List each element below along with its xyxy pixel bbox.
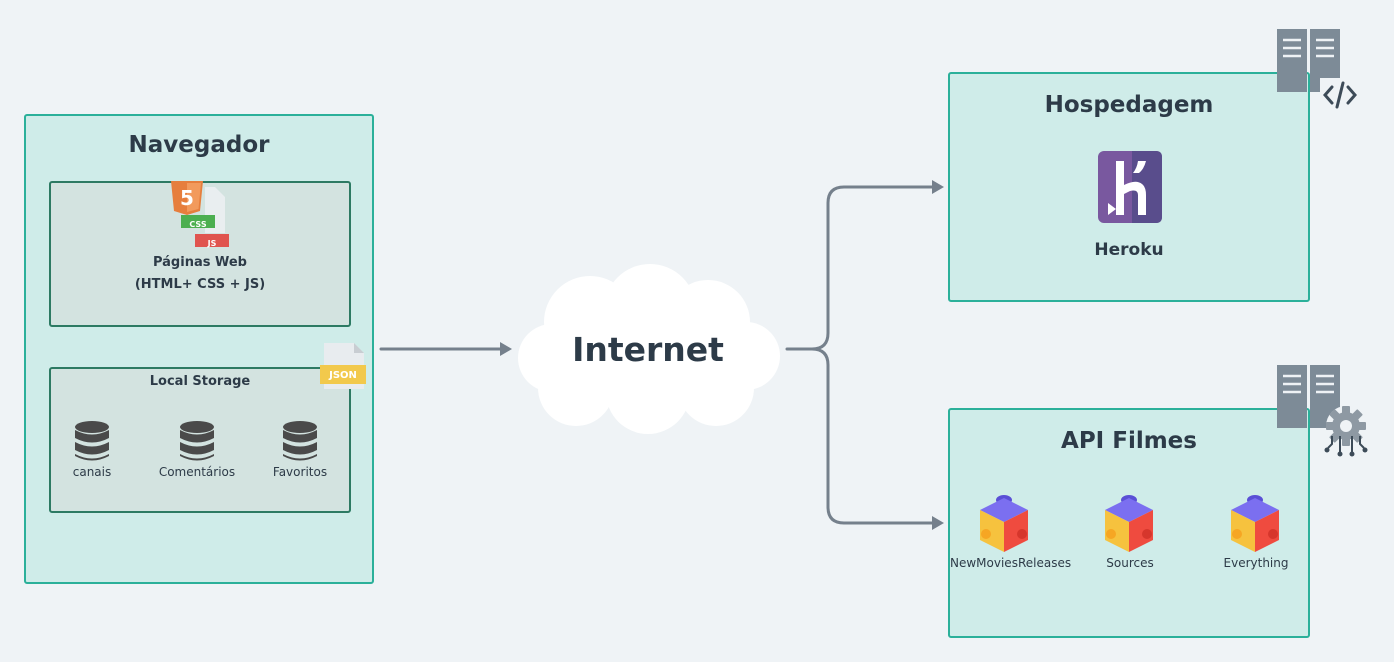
svg-text:5: 5	[180, 186, 194, 210]
storage-item-label: Favoritos	[272, 465, 328, 479]
arrowhead-api	[932, 516, 944, 530]
js-tag: JS	[207, 239, 217, 248]
api-title: API Filmes	[1061, 428, 1197, 454]
cloud-icon	[518, 264, 780, 434]
database-icon	[180, 421, 214, 461]
arrowhead-hospedagem	[932, 180, 944, 194]
storage-item: Favoritos	[259, 421, 341, 491]
storage-item: canais	[51, 421, 133, 491]
json-file-icon	[320, 343, 366, 389]
database-icon	[75, 421, 109, 461]
endpoint-label: Sources	[1106, 556, 1154, 570]
endpoint-item: Sources	[1080, 494, 1180, 574]
database-icon	[283, 421, 317, 461]
hospedagem-title: Hospedagem	[1044, 92, 1214, 118]
local-storage-box: Local Storage canais	[49, 367, 351, 513]
storage-item-label: Comentários	[158, 465, 236, 479]
endpoint-label: NewMoviesReleases	[950, 556, 1072, 570]
web-pages-box: 5 CSS JS Páginas Web (HTML+ CSS + JS)	[49, 181, 351, 327]
web-files-icon: 5	[171, 181, 229, 247]
navegador-title: Navegador	[128, 132, 270, 158]
cube-icon	[1105, 495, 1153, 552]
web-pages-sublabel: (HTML+ CSS + JS)	[134, 277, 266, 292]
css-tag: CSS	[189, 220, 207, 229]
json-tag: JSON	[329, 370, 357, 381]
heroku-logo-icon	[1098, 151, 1162, 223]
web-pages-label: Páginas Web	[152, 255, 247, 270]
endpoint-item: NewMoviesReleases	[950, 494, 1072, 574]
hospedagem-panel: Hospedagem Heroku	[948, 72, 1310, 302]
server-gear-icon	[1277, 365, 1368, 457]
heroku-label: Heroku	[1094, 240, 1164, 260]
navegador-panel: Navegador 5 CSS JS Páginas Web (HTML+ CS…	[24, 114, 374, 584]
endpoint-label: Everything	[1223, 556, 1289, 570]
arrowhead-internet	[500, 342, 512, 356]
storage-item-label: canais	[72, 465, 112, 479]
arrow-internet-api	[810, 347, 937, 525]
internet-label: Internet	[572, 330, 724, 369]
cube-icon	[980, 495, 1028, 552]
arrow-internet-hospedagem	[785, 185, 937, 351]
local-storage-title: Local Storage	[149, 374, 251, 389]
server-code-icon	[1277, 29, 1364, 112]
api-panel: API Filmes NewMoviesReleases Sources	[948, 408, 1310, 638]
endpoint-item: Everything	[1206, 494, 1306, 574]
cube-icon	[1231, 495, 1279, 552]
storage-item: Comentários	[151, 421, 243, 491]
